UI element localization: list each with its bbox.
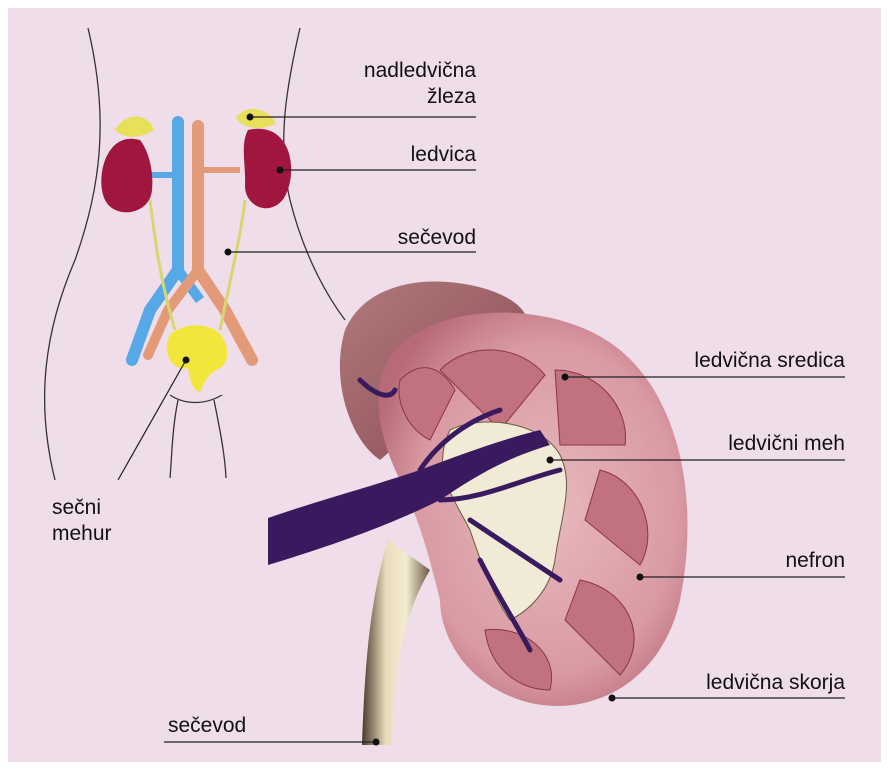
dot-medulla	[562, 374, 569, 381]
bladder-shape	[167, 325, 227, 392]
right-ureter-small	[220, 200, 245, 330]
label-ureter-top: sečevod	[336, 225, 476, 251]
dot-adrenal	[247, 114, 254, 121]
label-bladder-line1: sečni	[52, 495, 112, 521]
label-ureter-bottom: sečevod	[168, 713, 246, 739]
label-bladder: sečni mehur	[52, 495, 112, 547]
dot-kidney	[277, 167, 284, 174]
leader-bladder	[118, 360, 186, 480]
label-adrenal-line2: žleza	[336, 84, 476, 110]
dot-pelvis	[547, 457, 554, 464]
great-vessels	[132, 122, 252, 360]
label-adrenal-line1: nadledvična	[336, 58, 476, 84]
aorta	[198, 126, 252, 360]
label-adrenal-gland: nadledvična žleza	[336, 58, 476, 110]
label-pelvis: ledvični meh	[620, 431, 845, 457]
dot-ureter-bottom	[373, 739, 380, 746]
left-adrenal-small	[115, 117, 154, 137]
dot-bladder	[183, 357, 190, 364]
ureter-tube	[362, 540, 430, 745]
label-kidney: ledvica	[336, 142, 476, 168]
dot-ureter-top	[225, 249, 232, 256]
dot-nephron	[637, 574, 644, 581]
label-cortex: ledvična skorja	[620, 670, 845, 696]
left-kidney-small	[101, 139, 152, 213]
dot-cortex	[609, 695, 616, 702]
torso-left-contour	[45, 28, 101, 480]
label-bladder-line2: mehur	[52, 521, 112, 547]
right-adrenal-small	[236, 109, 276, 128]
right-leg-contour	[214, 400, 226, 478]
left-leg-contour	[170, 400, 178, 478]
label-medulla: ledvična sredica	[620, 348, 845, 374]
label-nephron: nefron	[620, 548, 845, 574]
